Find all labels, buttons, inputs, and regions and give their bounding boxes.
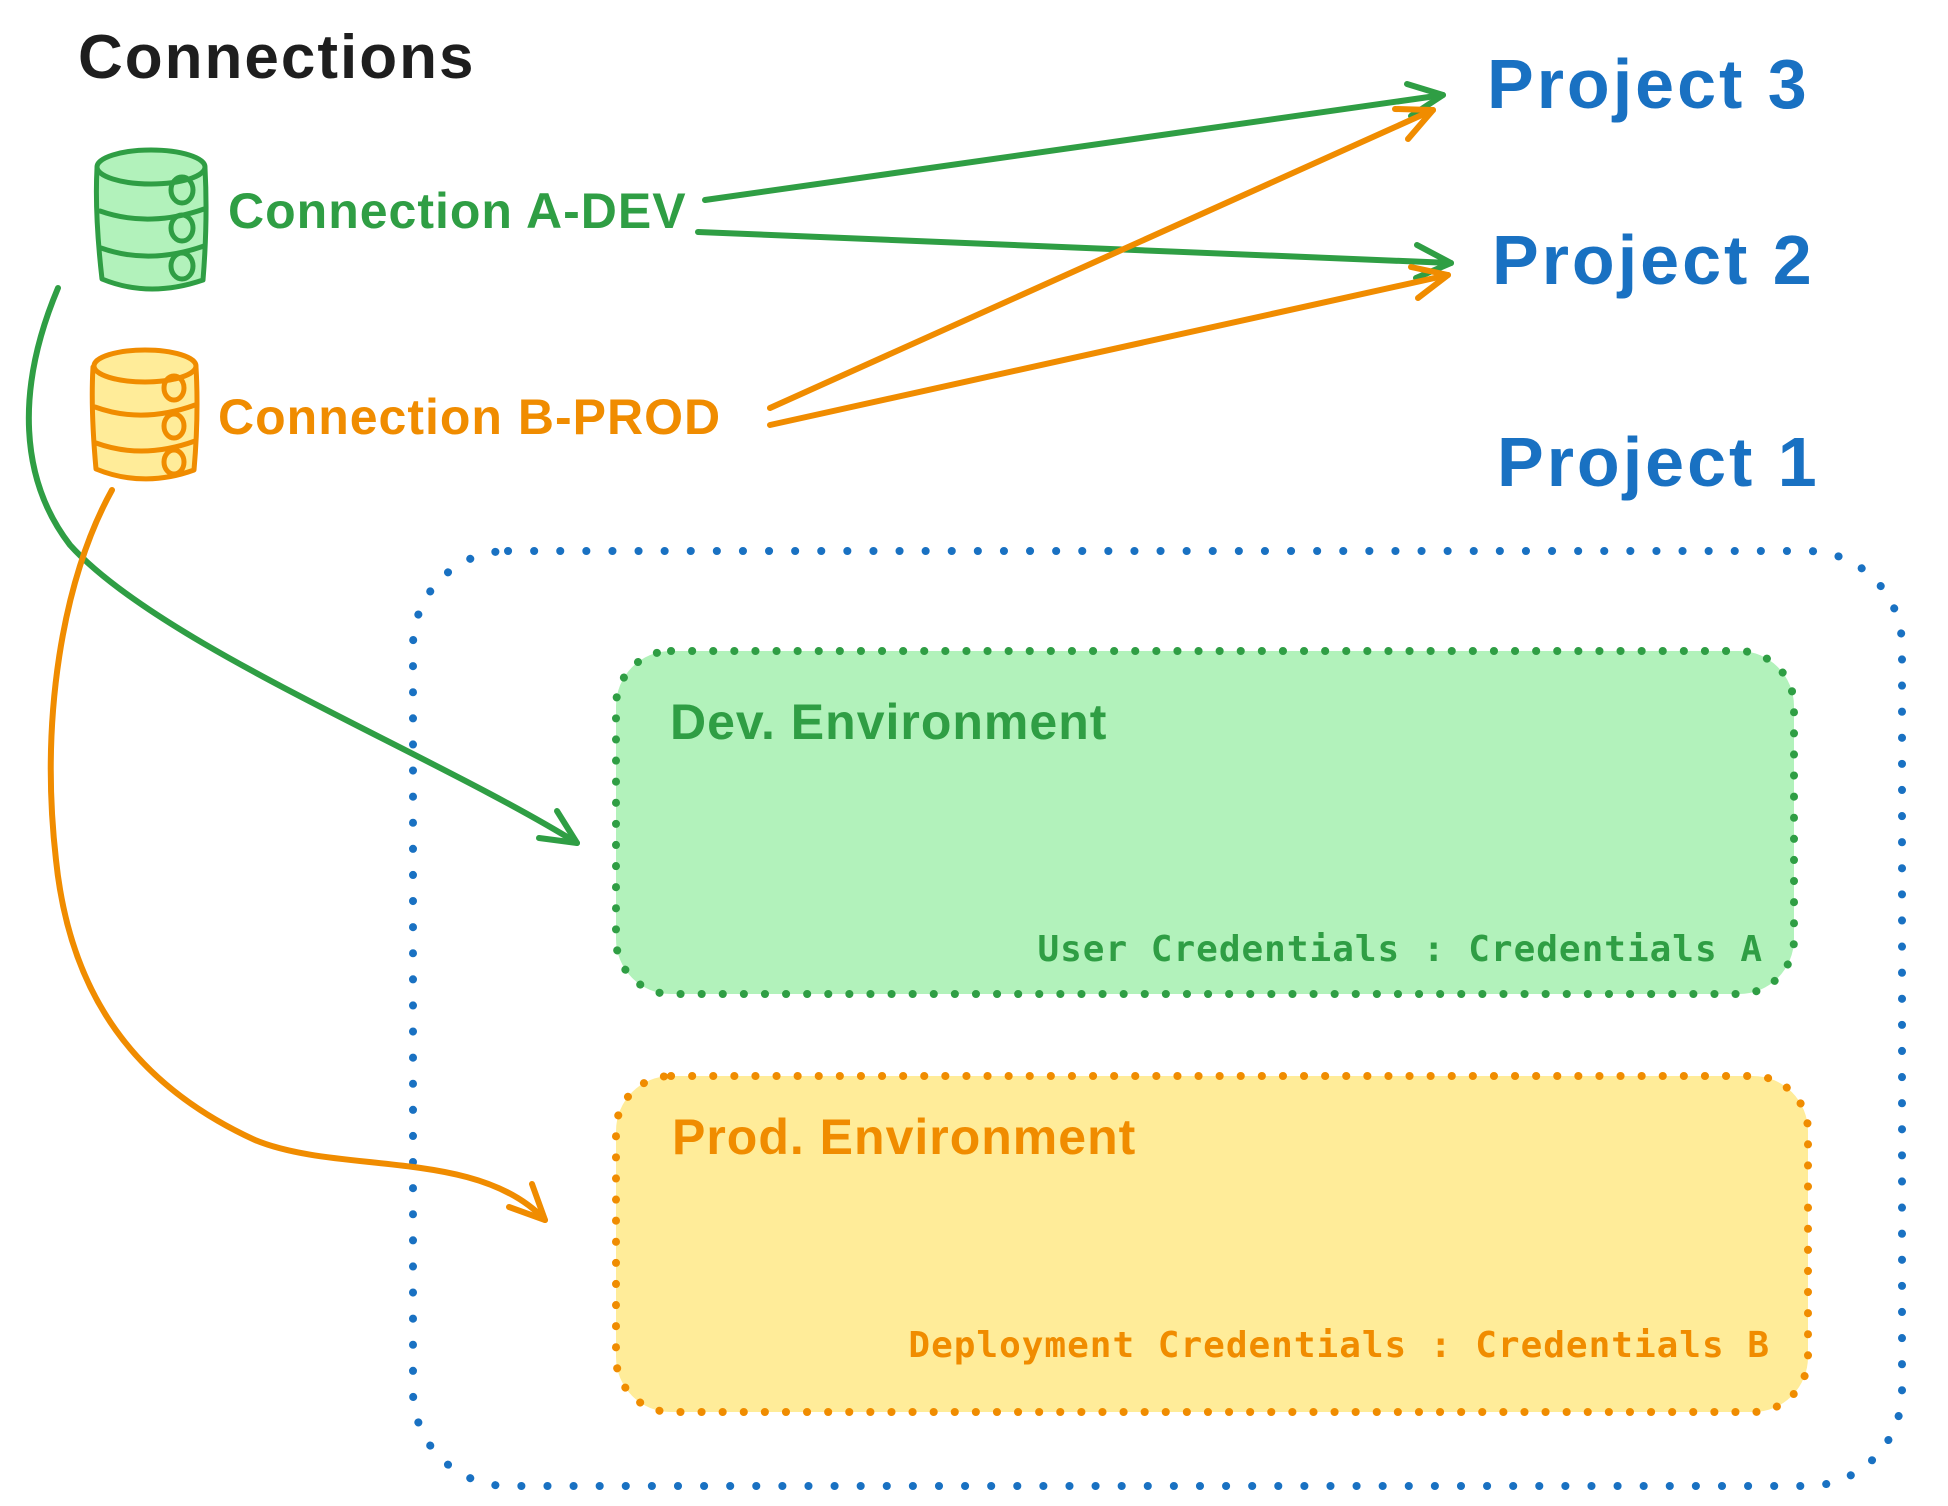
connection-a-dev-label: Connection A-DEV <box>228 183 687 239</box>
prod-environment-credentials: Deployment Credentials : Credentials B <box>908 1325 1770 1366</box>
project-1-label: Project 1 <box>1497 423 1820 501</box>
arrow-a-dev-to-project-3 <box>702 81 1446 203</box>
curved-arrow-b-prod-to-prod-environment <box>47 487 548 1223</box>
connection-b-prod-label: Connection B-PROD <box>218 389 722 445</box>
curved-arrow-a-dev-to-dev-environment <box>25 285 580 846</box>
prod-environment-box <box>612 1072 1812 1416</box>
diagram-title: Connections <box>78 23 476 92</box>
dev-environment-title: Dev. Environment <box>670 694 1108 750</box>
prod-environment-title: Prod. Environment <box>672 1109 1137 1165</box>
project-1-container-box <box>409 547 1906 1490</box>
database-cylinder-icon <box>93 147 209 292</box>
project-3-label: Project 3 <box>1487 45 1810 123</box>
database-cylinder-icon <box>89 347 200 482</box>
arrow-b-prod-to-project-3 <box>767 106 1436 411</box>
project-2-label: Project 2 <box>1492 221 1815 299</box>
dev-environment-credentials: User Credentials : Credentials A <box>1037 929 1763 970</box>
dev-environment-box <box>612 647 1798 998</box>
arrow-b-prod-to-project-2 <box>767 264 1451 428</box>
